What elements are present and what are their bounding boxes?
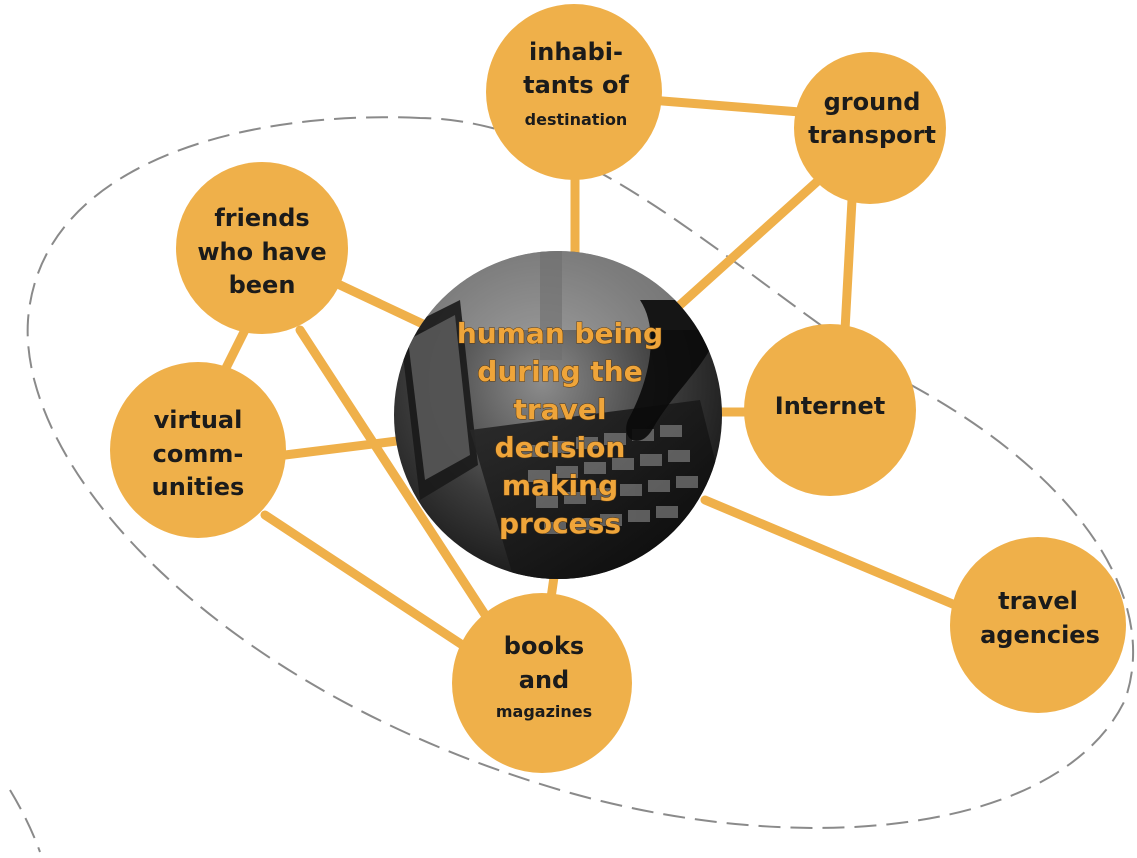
- edge-ground-transport-internet: [840, 195, 857, 335]
- edge-friends-virtual: [220, 325, 250, 375]
- center-label-line-3: travel: [514, 393, 607, 426]
- node-label-line: and: [519, 666, 569, 694]
- edge-ground-transport-center: [675, 165, 835, 310]
- node-label-line: tants of: [523, 71, 629, 99]
- node-label-line: virtual: [154, 406, 243, 434]
- node-label-line: magazines: [496, 702, 592, 721]
- node-label-line: friends: [214, 204, 309, 232]
- edge-virtual-books: [260, 510, 475, 655]
- node-label-line: inhabi-: [529, 38, 623, 66]
- node-label-line: transport: [808, 121, 936, 149]
- node-inhabitants-of-destination: inhabi- tants of destination: [486, 4, 662, 180]
- center-label-line-2: during the: [477, 355, 642, 388]
- node-virtual-communities: virtual comm- unities: [110, 362, 286, 538]
- edge-friends-books: [295, 325, 500, 635]
- node-label-line: travel: [998, 587, 1078, 615]
- node-label-line: destination: [525, 110, 628, 129]
- node-travel-agencies: travel agencies: [950, 537, 1126, 713]
- center-label-line-5: making: [502, 469, 618, 502]
- edge-travel-agencies-center: [700, 495, 960, 610]
- node-internet: Internet: [744, 324, 916, 496]
- node-label-line: books: [504, 632, 584, 660]
- node-label-line: ground: [824, 88, 921, 116]
- node-ground-transport: ground transport: [794, 52, 946, 204]
- center-label-line-6: process: [499, 507, 621, 540]
- node-label-line: who have: [197, 238, 326, 266]
- edge-virtual-center: [280, 435, 410, 460]
- node-label-line: been: [229, 271, 296, 299]
- node-label-line: comm-: [153, 440, 244, 468]
- node-label-line: unities: [152, 473, 245, 501]
- node-label-line: Internet: [775, 392, 885, 420]
- edge-friends-center: [335, 280, 430, 330]
- edge-inhabitants-ground-transport: [645, 95, 805, 117]
- dashed-boundary-tail: [9, 789, 41, 853]
- node-books-and-magazines: books and magazines: [452, 593, 632, 773]
- center-label-line-4: decision: [495, 431, 626, 464]
- center-label-line-1: human being: [457, 317, 663, 350]
- node-friends-who-have-been: friends who have been: [176, 162, 348, 334]
- node-label-line: agencies: [980, 621, 1100, 649]
